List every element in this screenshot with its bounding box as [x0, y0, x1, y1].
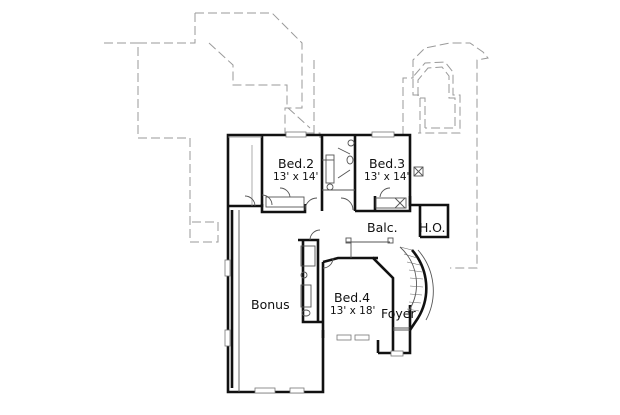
- roof-outline-right: [402, 42, 489, 269]
- room-label-bed4: Bed.4: [334, 290, 370, 305]
- room-label-bed2: Bed.2: [278, 156, 314, 171]
- room-label-balcony: Balc.: [367, 220, 398, 235]
- exterior-walls: [226, 133, 450, 394]
- room-dimensions-bed2: 13' x 14': [273, 171, 318, 183]
- room-dimensions-bed4: 13' x 18': [330, 305, 375, 317]
- roof-outline-left: [104, 12, 321, 243]
- room-label-bed3: Bed.3: [369, 156, 405, 171]
- room-label-foyer: Foyer: [381, 306, 416, 321]
- room-label-bonus: Bonus: [251, 297, 290, 312]
- room-labels: Bed.2 13' x 14' Bed.3 13' x 14' Bed.4 13…: [251, 156, 445, 321]
- room-dimensions-bed3: 13' x 14': [364, 171, 409, 183]
- interior-details: [228, 136, 424, 392]
- windows: [224, 131, 404, 394]
- curved-staircase: [399, 246, 434, 331]
- room-label-home-office: H.O.: [419, 220, 445, 235]
